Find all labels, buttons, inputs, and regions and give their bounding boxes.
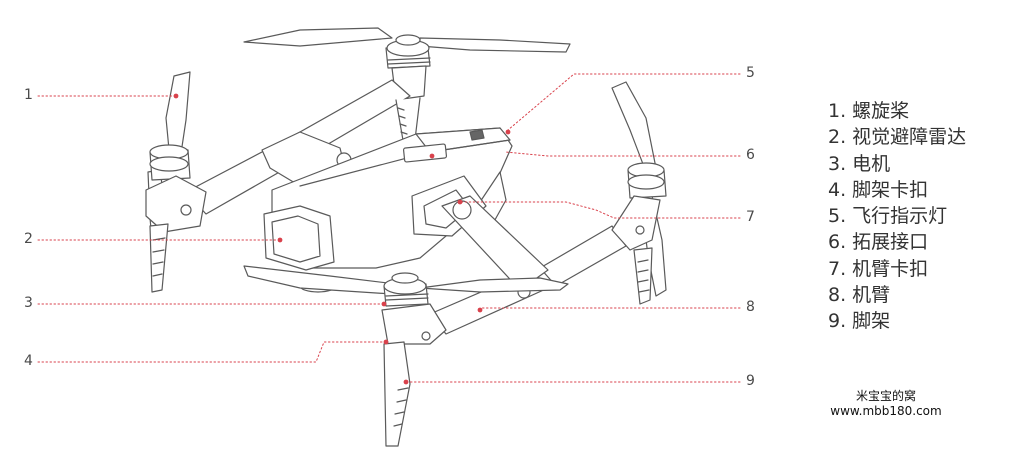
- front-right-leg-icon: [383, 341, 411, 447]
- callout-dots: [173, 93, 511, 385]
- legend-item-arm-clip: 7. 机臂卡扣: [828, 257, 929, 280]
- front-right-motor-icon: [381, 272, 447, 345]
- watermark: 米宝宝的窝 www.mbb180.com: [826, 389, 946, 419]
- callout-number-9: 9: [746, 373, 755, 389]
- callout-number-6: 6: [746, 147, 755, 163]
- watermark-name: 米宝宝的窝: [855, 389, 916, 403]
- parts-legend: 1. 螺旋桨 2. 视觉避障雷达 3. 电机 4. 脚架卡扣 5. 飞行指示灯 …: [828, 98, 966, 335]
- legend-item-arm: 8. 机臂: [828, 284, 891, 307]
- rear-right-arm-icon: [539, 225, 627, 287]
- callout-number-3: 3: [24, 295, 33, 311]
- legend-item-propeller: 1. 螺旋桨: [828, 100, 910, 122]
- legend-item-vision-radar: 2. 视觉避障雷达: [828, 126, 967, 149]
- callout-number-5: 5: [746, 65, 755, 81]
- front-right-propeller-icon: [243, 265, 569, 295]
- rear-right-leg-icon: [633, 247, 653, 305]
- callout-number-7: 7: [746, 209, 755, 225]
- rear-right-motor-icon: [611, 162, 667, 251]
- legend-item-expansion-port: 6. 拓展接口: [828, 231, 929, 254]
- callout-number-1: 1: [24, 87, 33, 103]
- legend-item-flight-indicator: 5. 飞行指示灯: [828, 205, 948, 228]
- leader-lines: [37, 73, 741, 383]
- front-left-leg-icon: [149, 223, 169, 293]
- callout-number-8: 8: [746, 299, 755, 315]
- front-left-motor-icon: [145, 144, 207, 233]
- legend-item-landing-leg: 9. 脚架: [828, 310, 891, 333]
- legend-item-leg-clip: 4. 脚架卡扣: [828, 178, 929, 201]
- watermark-url: www.mbb180.com: [830, 404, 942, 418]
- callout-number-2: 2: [24, 231, 33, 247]
- callout-number-4: 4: [24, 353, 33, 369]
- legend-item-motor: 3. 电机: [828, 152, 891, 175]
